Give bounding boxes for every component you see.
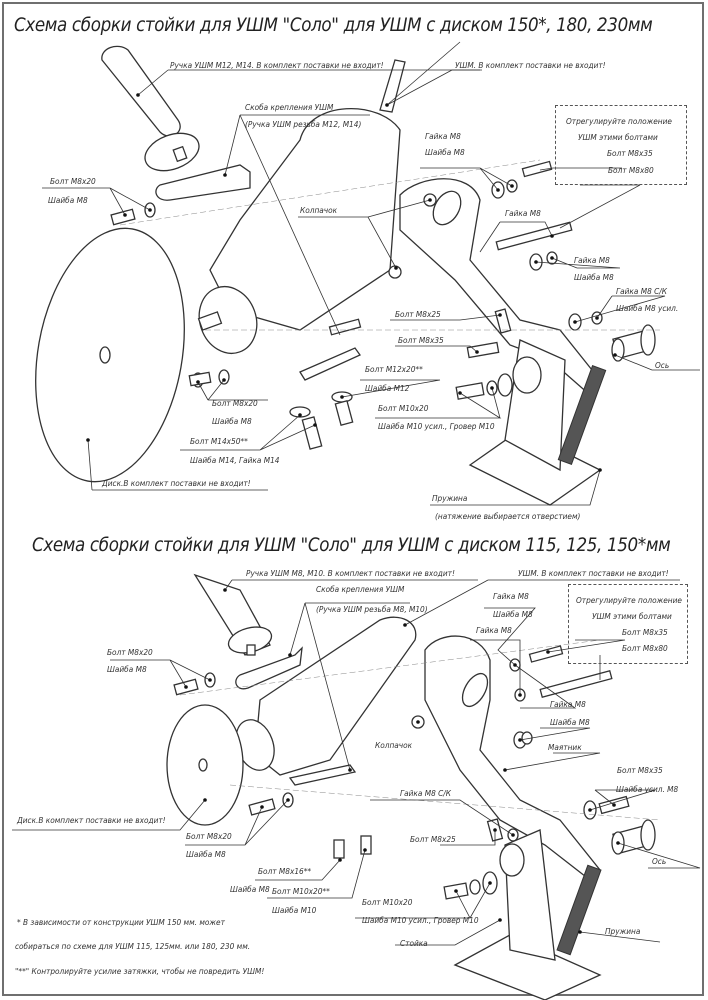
label-handle-bottom: Ручка УШМ М8, М10. В комплект поставки н…: [246, 568, 455, 578]
label-nut-m8-top-a: Гайка М8: [425, 131, 461, 141]
label-spring-bottom: Пружина: [605, 926, 641, 936]
footnote-2: "**" Контролируйте усилие затяжки, чтобы…: [15, 966, 265, 976]
label-grinder-bottom: УШМ. В комплект поставки не входит!: [518, 568, 669, 578]
label-bolt-m10x20-top: Болт М10х20: [378, 403, 429, 413]
label-washer-m10-bottom: Шайба М10: [272, 905, 317, 915]
label-nut-m8-sk-top: Гайка М8 С/К: [616, 286, 667, 296]
stand-part-bottom: [453, 934, 602, 1000]
label-bracket-bottom: Скоба крепления УШМ: [316, 584, 405, 594]
adjust-bolt2-bottom: Болт М8х80: [622, 643, 668, 653]
adjust-text-bottom-line1: Отрегулируйте положение: [576, 595, 682, 605]
handle-part-bottom: [193, 573, 273, 656]
label-washer-m8-reinf-top: Шайба М8 усил.: [616, 303, 679, 313]
label-washer-m8-bottom-a: Шайба М8: [493, 609, 533, 619]
spring-part-bottom: [556, 864, 602, 956]
label-bracket-note-top: (Ручка УШМ резьба М12, М14): [245, 119, 362, 129]
adjust-box-bottom: [568, 584, 688, 664]
label-bolt-m8x20-top-b: Болт М8х20: [212, 398, 258, 408]
label-nut-m8-bottom-b: Гайка М8: [476, 625, 512, 635]
label-bracket-top: Скоба крепления УШМ: [245, 102, 334, 112]
label-washer-m8-top-a: Шайба М8: [48, 195, 88, 205]
handle-part-top: [101, 45, 200, 172]
pendulum-part-top: [399, 178, 601, 396]
label-nut-m8-top-c: Гайка М8: [574, 255, 610, 265]
bracket-part-bottom: [235, 646, 303, 690]
axle-part-top: [611, 324, 656, 362]
label-bracket-note-bottom: (Ручка УШМ резьба М8, М10): [316, 604, 428, 614]
label-bolt-m8x16-bottom: Болт М8х16**: [258, 866, 312, 876]
label-washer-m8-top-b: Шайба М8: [425, 147, 465, 157]
label-washer-m8-bottom-c: Шайба М8: [550, 717, 590, 727]
axle-part-bottom: [611, 819, 656, 855]
label-washer-m14-top: Шайба М14, Гайка М14: [190, 455, 280, 465]
adjust-bolt2-top: Болт М8х80: [608, 165, 654, 175]
label-disc-top: Диск.В комплект поставки не входит!: [102, 478, 251, 488]
label-bolt-m10x20-bottom: Болт М10х20: [362, 897, 413, 907]
label-disc-bottom: Диск.В комплект поставки не входит!: [17, 815, 166, 825]
top-assembly: [35, 41, 700, 506]
label-bolt-m8x20-bottom-a: Болт М8х20: [107, 647, 153, 657]
label-washer-m8-top-c: Шайба М8: [574, 272, 614, 282]
label-washer-m8-top-d: Шайба М8: [212, 416, 252, 426]
label-stand-bottom: Стойка: [400, 938, 428, 948]
footnote-1b: собираться по схеме для УШМ 115, 125мм. …: [15, 941, 251, 951]
label-washer-m10-set-top: Шайба М10 усил., Гровер М10: [378, 421, 495, 431]
label-washer-m8-bottom-b: Шайба М8: [107, 664, 147, 674]
label-handle-top: Ручка УШМ М12, М14. В комплект поставки …: [170, 60, 384, 70]
label-axle-bottom: Ось: [652, 856, 667, 866]
label-washer-m10-set-bottom: Шайба М10 усил., Гровер М10: [362, 915, 479, 925]
label-washer-m8-bottom-e: Шайба М8: [230, 884, 270, 894]
bottom-section-title: Схема сборки стойки для УШМ "Соло" для У…: [32, 534, 671, 556]
top-section-title: Схема сборки стойки для УШМ "Соло" для У…: [14, 14, 653, 36]
label-axle-top: Ось: [655, 360, 670, 370]
label-spring-note-top: (натяжение выбирается отверстием): [435, 511, 581, 521]
label-washer-m8-bottom-d: Шайба М8: [186, 849, 226, 859]
label-bolt-m8x35-top: Болт М8х35: [398, 335, 444, 345]
label-grinder-top: УШМ. В комплект поставки не входит!: [455, 60, 606, 70]
label-bolt-m12x20-top: Болт М12х20**: [365, 364, 423, 374]
label-bolt-m8x20-bottom-b: Болт М8х20: [186, 831, 232, 841]
label-bolt-m14x50-top: Болт М14х50**: [190, 436, 248, 446]
bottom-assembly: [12, 573, 701, 1000]
fasteners-top: [110, 160, 603, 450]
adjust-text-top-line2: УШМ этими болтами: [578, 132, 658, 142]
label-nut-m8-bottom-c: Гайка М8: [550, 699, 586, 709]
label-nut-m8-bottom-a: Гайка М8: [493, 591, 529, 601]
adjust-text-bottom-line2: УШМ этими болтами: [592, 611, 672, 621]
label-washer-m12-top: Шайба М12: [365, 383, 410, 393]
footnote-1a: * В зависимости от конструкции УШМ 150 м…: [17, 917, 225, 927]
label-cap-bottom: Колпачок: [375, 740, 413, 750]
spring-part-top: [557, 364, 607, 466]
label-nut-m8-top-b: Гайка М8: [505, 208, 541, 218]
label-bolt-m10x20-star-bottom: Болт М10х20**: [272, 886, 330, 896]
label-washer-reinf-m8-bottom: Шайба усил. М8: [616, 784, 679, 794]
label-nut-m8-sk-bottom: Гайка М8 С/К: [400, 788, 451, 798]
bracket-part-top: [155, 164, 251, 201]
adjust-text-top-line1: Отрегулируйте положение: [566, 116, 672, 126]
adjust-bolt1-bottom: Болт М8х35: [622, 627, 668, 637]
label-bolt-m8x20-top-a: Болт М8х20: [50, 176, 96, 186]
label-pendulum-bottom: Маятник: [548, 742, 582, 752]
label-spring-top: Пружина: [432, 493, 468, 503]
label-bolt-m8x25-bottom: Болт М8х25: [410, 834, 456, 844]
label-bolt-m8x35-bottom: Болт М8х35: [617, 765, 663, 775]
adjust-bolt1-top: Болт М8х35: [607, 148, 653, 158]
label-cap-top: Колпачок: [300, 205, 338, 215]
grinder-part-top: [197, 59, 406, 355]
grinder-part-bottom: [235, 616, 417, 776]
adjust-box-top: [555, 105, 687, 185]
label-bolt-m8x25-top: Болт М8х25: [395, 309, 441, 319]
